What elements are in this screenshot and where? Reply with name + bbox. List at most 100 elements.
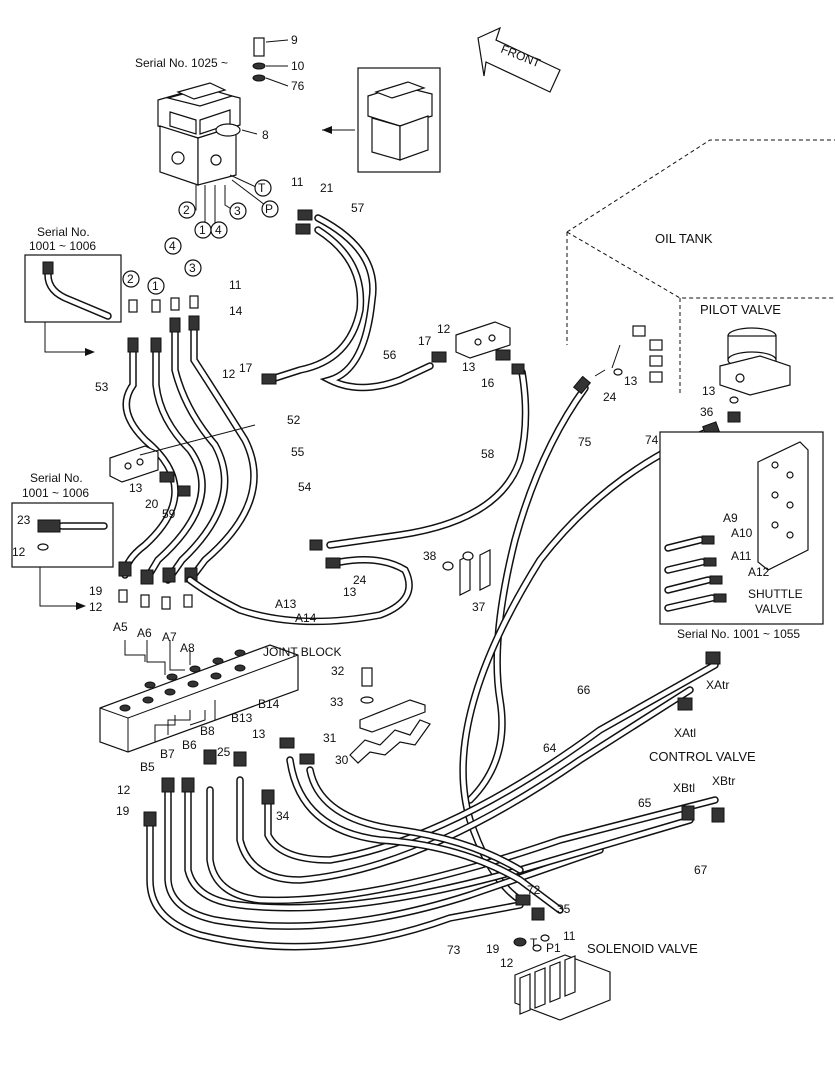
callout-34: 34 [276,809,290,823]
callout-67: 67 [694,863,708,877]
callout-52: 52 [287,413,301,427]
callout-11b: 11 [229,278,242,292]
port-b14: B14 [258,697,280,711]
hose-marker-3: 3 [189,261,196,275]
callout-74: 74 [645,433,659,447]
solenoid-valve-label: SOLENOID VALVE [587,941,698,956]
port-marker-3: 3 [234,204,241,218]
tee-block-left [109,424,256,497]
oil-tank-label: OIL TANK [655,231,713,246]
washer-76 [252,74,266,82]
callout-12c: 12 [89,600,103,614]
callout-13a: 13 [129,481,143,495]
hose-marker-2: 2 [127,272,134,286]
callout-72: 72 [527,883,541,897]
callout-10: 10 [291,59,305,73]
callout-20: 20 [145,497,159,511]
callout-8: 8 [262,128,269,142]
port-a13: A13 [275,597,297,611]
port-xbtl: XBtl [673,781,695,795]
callout-59: 59 [162,507,176,521]
serial-left-1-line1: Serial No. [37,225,90,239]
callout-64: 64 [543,741,557,755]
solenoid-valve: SOLENOID VALVE [513,934,698,1021]
serial-left-2-line2: 1001 ~ 1006 [22,486,89,500]
port-a11: A11 [731,549,752,563]
callout-13f: 13 [252,727,266,741]
serial-top-label: Serial No. 1025 ~ [135,56,228,70]
callout-13e: 13 [343,585,357,599]
callout-65: 65 [638,796,652,810]
port-marker-p: P [265,202,273,216]
callout-numbers: 9 10 76 8 11 21 57 11 14 53 12 17 52 55 … [12,33,716,970]
hose-57 [261,209,447,392]
callout-24b: 24 [353,573,367,587]
callout-21: 21 [320,181,334,195]
clamp-37 [442,549,491,596]
callout-75: 75 [578,435,592,449]
callout-9: 9 [291,33,298,47]
callout-76: 76 [291,79,305,93]
port-a12: A12 [748,565,770,579]
clamp-30 [349,667,431,764]
port-xbtr: XBtr [712,774,735,788]
washer-10 [252,62,266,70]
callout-35: 35 [557,902,571,916]
joint-block: JOINT BLOCK [99,640,341,753]
callout-12e: 12 [117,783,131,797]
callout-11a: 11 [291,175,304,189]
callout-19d: 19 [486,942,500,956]
serial-left-2-line1: Serial No. [30,471,83,485]
callout-13c: 13 [624,374,638,388]
port-a10: A10 [731,526,753,540]
port-b13: B13 [231,711,253,725]
port-a8: A8 [180,641,195,655]
port-b6: B6 [182,738,197,752]
port-labels: A5 A6 A7 A8 A9 A10 A11 A12 A13 A14 B5 B6… [113,511,770,955]
serial-inset-2: Serial No. 1001 ~ 1006 [11,471,114,610]
oil-tank: OIL TANK [566,139,835,395]
valve-port-markers: T P 1 2 3 4 1 2 3 4 [122,179,279,295]
joint-block-label: JOINT BLOCK [263,645,341,659]
callout-12g: 12 [500,956,514,970]
port-b5: B5 [140,760,155,774]
callout-12d: 12 [437,322,451,336]
callout-11c: 11 [563,929,576,943]
port-a7: A7 [162,630,177,644]
port-a9: A9 [723,511,738,525]
callout-53: 53 [95,380,109,394]
port-xatl: XAtl [674,726,696,740]
callout-38: 38 [423,549,437,563]
callout-13b: 13 [462,360,476,374]
port-a14: A14 [295,611,317,625]
callout-17b: 17 [418,334,432,348]
port-a6: A6 [137,626,152,640]
callout-12a: 12 [222,367,236,381]
callout-14: 14 [229,304,243,318]
port-marker-2: 2 [183,203,190,217]
callout-30: 30 [335,753,349,767]
callout-19b: 19 [116,804,130,818]
shuttle-valve-inset: SHUTTLE VALVE Serial No. 1001 ~ 1055 [659,431,824,641]
port-t: T [530,936,538,950]
callout-16: 16 [481,376,495,390]
callout-25: 25 [217,745,231,759]
callout-58: 58 [481,447,495,461]
port-marker-t: T [258,181,266,195]
callout-55: 55 [291,445,305,459]
serial-inset-1: Serial No. 1001 ~ 1006 [24,225,122,356]
serial-left-1-line2: 1001 ~ 1006 [29,239,96,253]
hose-loop-center [186,539,413,626]
callout-31: 31 [323,731,337,745]
callout-73: 73 [447,943,461,957]
port-xatr: XAtr [706,678,729,692]
callout-36: 36 [700,405,714,419]
port-a5: A5 [113,620,128,634]
callout-24a: 24 [603,390,617,404]
hose-bundle-lower [143,651,725,951]
bolt-9 [253,37,265,57]
callout-37: 37 [472,600,486,614]
hose-marker-4: 4 [169,239,176,253]
hose-marker-1: 1 [152,279,159,293]
